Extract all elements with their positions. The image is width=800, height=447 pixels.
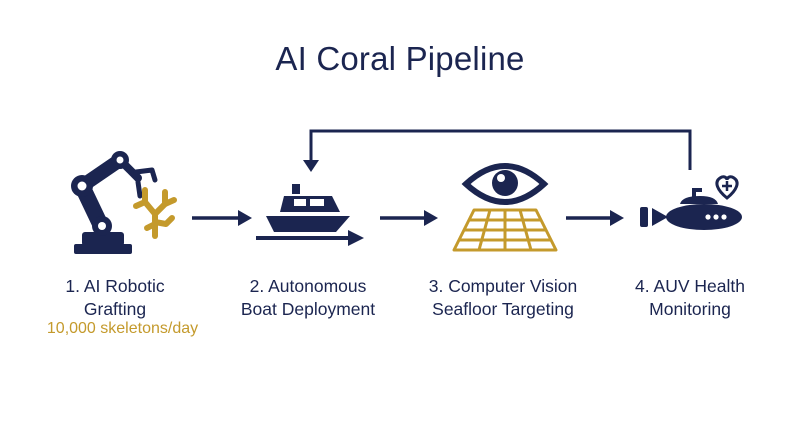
arrow-1-to-2 (192, 210, 252, 226)
step-3-label: 3. Computer Vision Seafloor Targeting (428, 276, 578, 319)
robotic-arm-icon (71, 151, 158, 254)
step-1-label: 1. AI Robotic Grafting (65, 276, 165, 319)
seafloor-grid-icon (452, 208, 558, 252)
arrow-3-to-4 (566, 210, 624, 226)
step-1-stat: 10,000 skeletons/day (46, 320, 199, 337)
eye-icon (461, 163, 549, 205)
boat-icon (256, 184, 364, 246)
page-title: AI Coral Pipeline (275, 40, 525, 77)
coral-icon (133, 187, 177, 239)
arrow-2-to-3 (380, 210, 438, 226)
step-2-label: 2. Autonomous Boat Deployment (240, 276, 376, 319)
heart-plus-icon (715, 175, 739, 200)
step-4-label: 4. AUV Health Monitoring (635, 276, 745, 319)
submarine-icon (640, 188, 742, 230)
feedback-loop-arrow (303, 129, 692, 172)
